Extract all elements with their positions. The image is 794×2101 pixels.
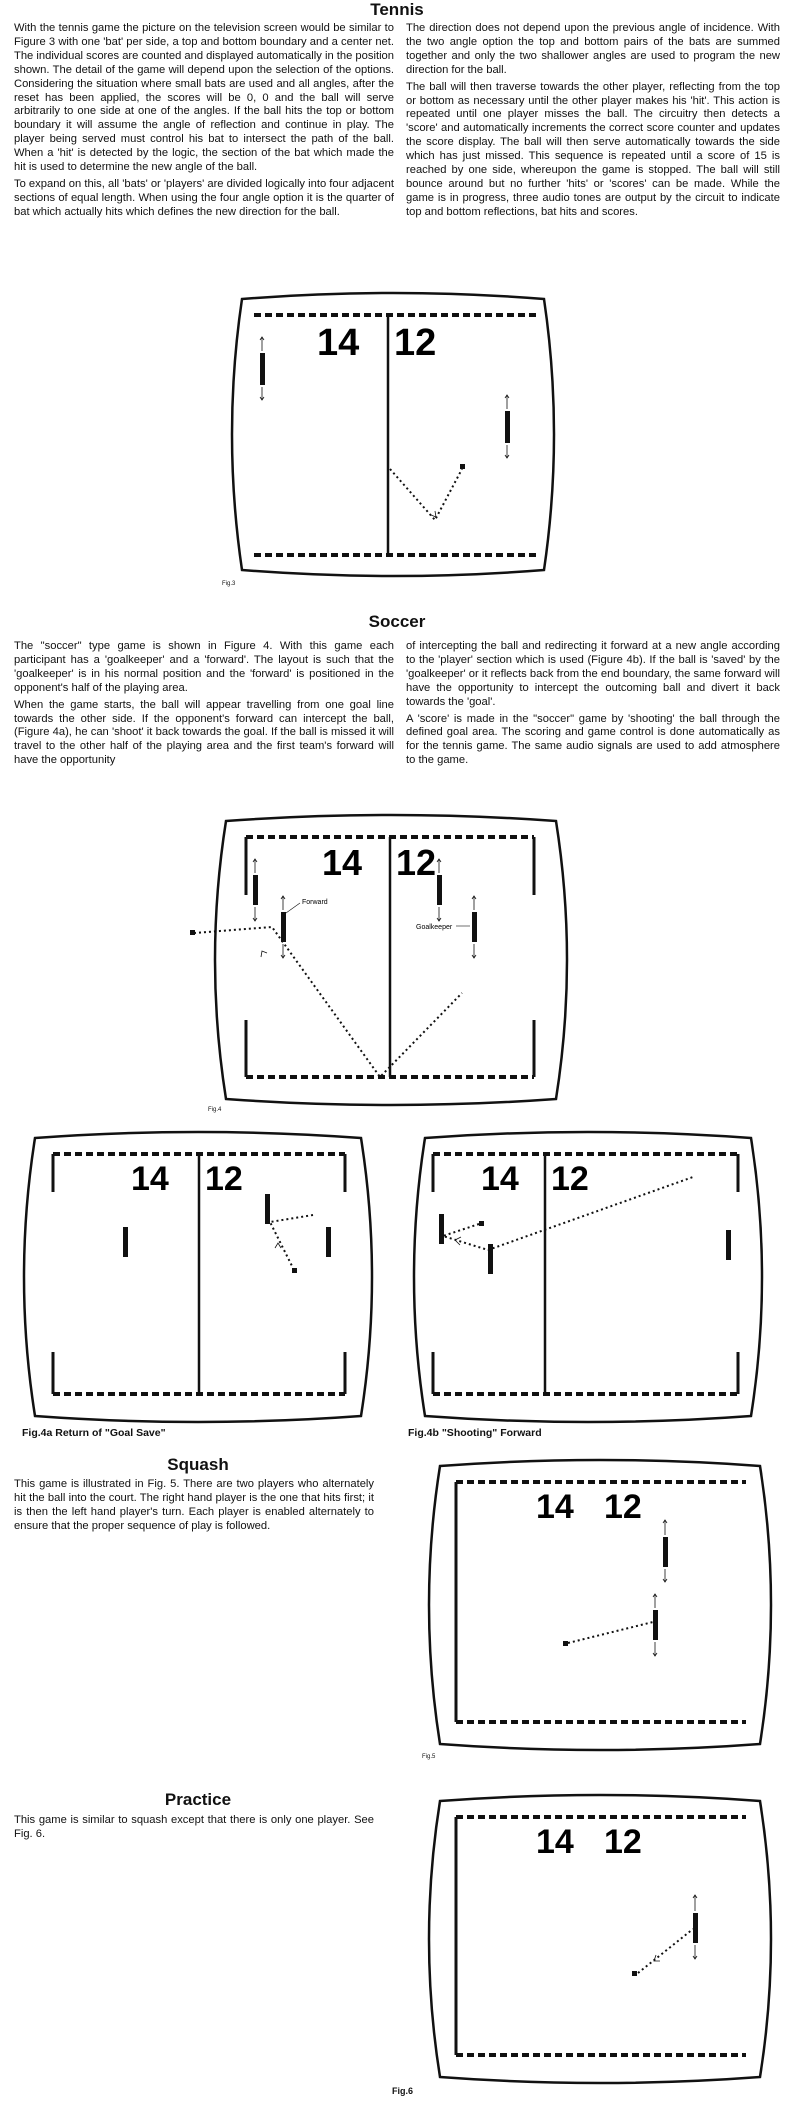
player-bat	[693, 1913, 698, 1943]
score-right: 12	[604, 1488, 642, 1526]
forward-label: Forward	[302, 899, 328, 906]
right-goalkeeper	[472, 912, 477, 942]
ball-path	[389, 468, 463, 522]
fig6-tv-screen: 14 12	[427, 1793, 773, 2085]
paragraph: of intercepting the ball and redirecting…	[406, 640, 780, 708]
right-goalkeeper	[726, 1230, 731, 1260]
fig6-caption: Fig.6	[392, 2086, 414, 2096]
ball	[460, 464, 465, 469]
forward-bat	[265, 1194, 270, 1224]
left-goalkeeper	[439, 1214, 444, 1244]
soccer-right-column: of intercepting the ball and redirecting…	[406, 640, 780, 771]
left-bat	[260, 353, 265, 385]
score-left: 14	[322, 842, 362, 883]
left-forward	[437, 875, 442, 905]
squash-heading: Squash	[167, 1455, 229, 1474]
squash-text: This game is illustrated in Fig. 5. Ther…	[14, 1478, 374, 1532]
paragraph: A 'score' is made in the "soccer" game b…	[406, 712, 780, 767]
paragraph: With the tennis game the picture on the …	[14, 22, 394, 174]
practice-text: This game is similar to squash except th…	[14, 1814, 374, 1840]
right-player-bat	[663, 1537, 668, 1567]
score-right: 12	[604, 1823, 642, 1861]
paragraph: The "soccer" type game is shown in Figur…	[14, 640, 394, 694]
left-player-bat	[653, 1610, 658, 1640]
fig5-tv-screen: 14 12	[427, 1458, 773, 1752]
arrow-up-icon	[504, 394, 510, 409]
ball-path	[637, 1928, 694, 1974]
paragraph: The direction does not depend upon the p…	[406, 22, 780, 76]
score-left: 14	[536, 1823, 574, 1861]
ball	[292, 1268, 297, 1273]
tennis-heading: Tennis	[370, 0, 424, 19]
score-right: 12	[396, 842, 436, 883]
arrow-down-icon	[504, 445, 510, 459]
ball-path	[567, 1621, 654, 1644]
score-left: 14	[481, 1160, 519, 1198]
left-goalkeeper	[123, 1227, 128, 1257]
practice-heading: Practice	[164, 1790, 232, 1809]
tennis-left-column: With the tennis game the picture on the …	[14, 22, 394, 223]
score-left: 14	[536, 1488, 574, 1526]
ball-path	[439, 1176, 694, 1252]
ball-path	[268, 1214, 314, 1269]
ball	[632, 1971, 637, 1976]
fig4b-caption: Fig.4b "Shooting" Forward	[408, 1427, 542, 1439]
soccer-heading: Soccer	[368, 612, 426, 631]
paragraph: To expand on this, all 'bats' or 'player…	[14, 177, 394, 218]
fig4a-caption: Fig.4a Return of "Goal Save"	[22, 1427, 166, 1439]
goalkeeper-label: Goalkeeper	[416, 924, 453, 931]
soccer-left-column: The "soccer" type game is shown in Figur…	[14, 640, 394, 771]
ball	[563, 1641, 568, 1646]
score-right: 12	[551, 1160, 589, 1198]
fig4-caption: Fig.4	[208, 1107, 222, 1113]
arrow-down-icon	[259, 387, 265, 401]
fig3-caption: Fig.3	[222, 581, 236, 587]
arrow-up-icon	[259, 336, 265, 351]
ball	[190, 930, 195, 935]
fig5-caption: Fig.5	[422, 1754, 436, 1760]
score-right: 12	[394, 322, 436, 364]
paragraph: The ball will then traverse towards the …	[406, 80, 780, 218]
right-forward	[281, 912, 286, 942]
fig3-tv-screen: 14 12	[230, 291, 556, 578]
tennis-right-column: The direction does not depend upon the p…	[406, 22, 780, 223]
score-left: 14	[131, 1160, 169, 1198]
ball-path	[193, 925, 463, 1079]
right-bat	[505, 411, 510, 443]
fig4a-tv-screen: 14 12	[22, 1130, 374, 1424]
score-right: 12	[205, 1160, 243, 1198]
right-forward	[488, 1244, 493, 1274]
left-goalkeeper	[253, 875, 258, 905]
fig4-tv-screen: 14 12 Forward Goalkeeper	[190, 813, 569, 1107]
paragraph: When the game starts, the ball will appe…	[14, 698, 394, 767]
goalkeeper-bat	[326, 1227, 331, 1257]
fig4b-tv-screen: 14 12	[412, 1130, 764, 1424]
ball	[479, 1221, 484, 1226]
score-left: 14	[317, 322, 359, 364]
